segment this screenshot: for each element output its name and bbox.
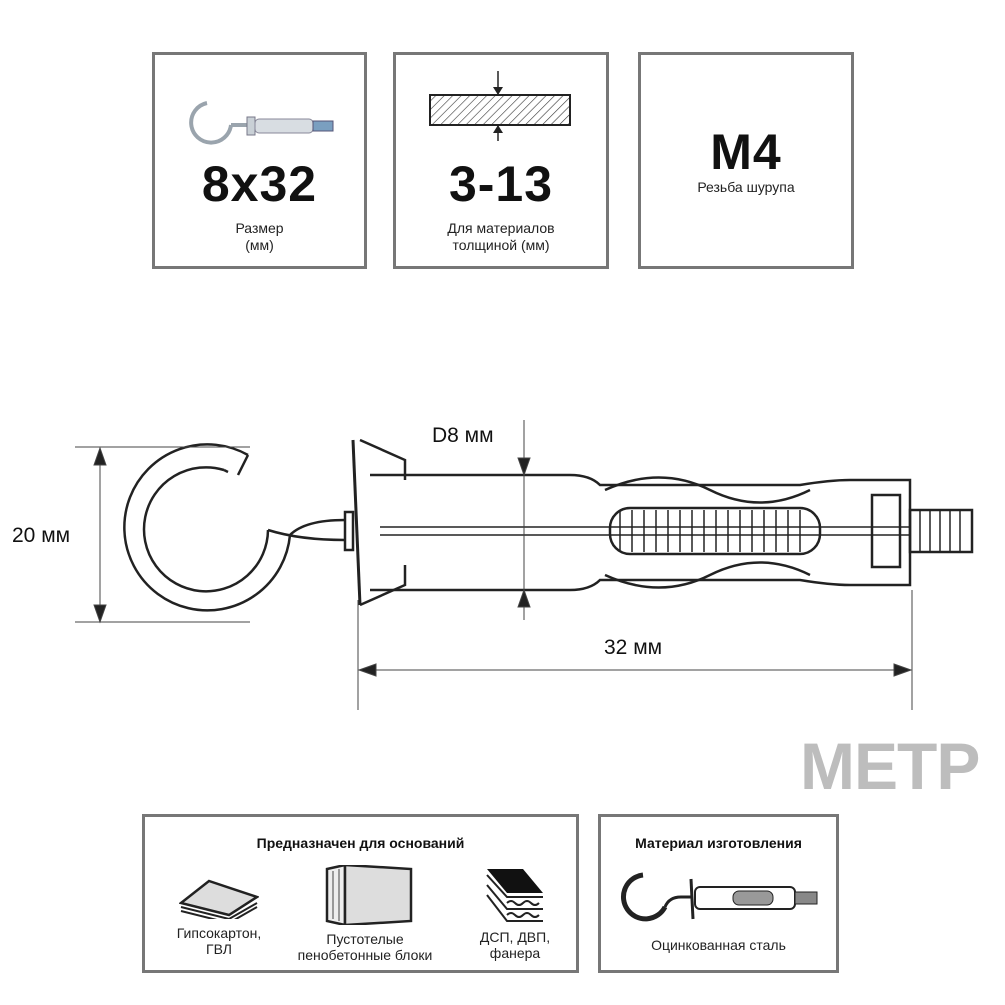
spec-thread-value: M4 [710, 124, 782, 180]
spec-thickness-value: 3-13 [448, 156, 554, 212]
base-item-drywall: Гипсокартон, ГВЛ [159, 925, 279, 957]
base-item-chipboard: ДСП, ДВП, фанера [465, 929, 565, 961]
hollow-block-icon [325, 865, 413, 925]
spec-size-value: 8x32 [201, 156, 318, 212]
length-label: 32 мм [604, 636, 663, 659]
base-item-chipboard-line1: ДСП, ДВП, [479, 929, 551, 945]
hook-anchor-icon [189, 101, 334, 145]
chipboard-layers-icon [486, 869, 543, 922]
base-item-chipboard-line2: фанера [489, 945, 541, 961]
height-label: 20 мм [12, 524, 71, 547]
anchor-technical-drawing [75, 420, 974, 710]
spec-size-caption-2: (мм) [245, 237, 274, 253]
bases-box: Предназначен для оснований Гипсокартон, … [142, 814, 579, 973]
metr-logo: МЕТР [800, 729, 980, 803]
spec-thickness-caption-2: толщиной (мм) [452, 237, 550, 253]
material-thickness-icon [429, 71, 571, 141]
spec-thread-box: M4 Резьба шурупа [638, 52, 854, 269]
material-value: Оцинкованная сталь [651, 937, 786, 953]
spec-size-caption-1: Размер [235, 220, 284, 236]
drywall-sheets-icon [179, 879, 259, 919]
base-item-drywall-line1: Гипсокартон, [176, 925, 262, 941]
base-item-block: Пустотелые пенобетонные блоки [285, 931, 445, 963]
spec-size-box: 8x32 Размер (мм) [152, 52, 367, 269]
material-title: Материал изготовления [635, 835, 802, 851]
hook-anchor-icon [621, 872, 818, 922]
base-item-block-line1: Пустотелые [326, 931, 404, 947]
material-box: Материал изготовления Оцинкованная сталь [598, 814, 839, 973]
spec-thickness-box: 3-13 Для материалов толщиной (мм) [393, 52, 609, 269]
spec-thread-caption: Резьба шурупа [697, 179, 795, 195]
diameter-label: D8 мм [432, 424, 494, 447]
bases-title: Предназначен для оснований [256, 835, 465, 851]
base-item-drywall-line2: ГВЛ [206, 941, 232, 957]
spec-thickness-caption-1: Для материалов [447, 220, 555, 236]
base-item-block-line2: пенобетонные блоки [297, 947, 433, 963]
